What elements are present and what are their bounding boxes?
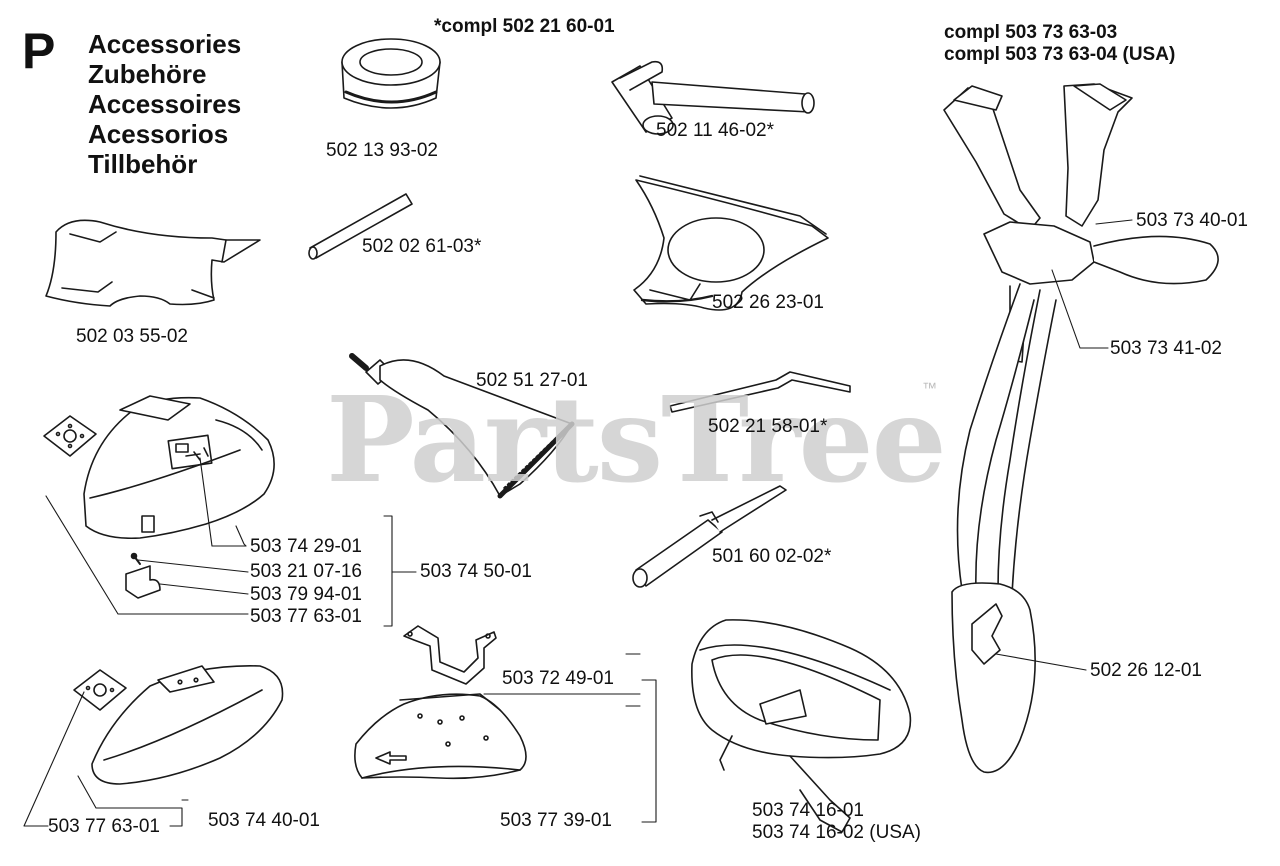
- bracket-part: [125, 552, 161, 599]
- spider-plate-part: [633, 175, 829, 311]
- part-label: 503 73 41-02: [1110, 338, 1222, 359]
- plate-bottom-part: [73, 669, 127, 711]
- part-label: 502 03 55-02: [76, 326, 188, 347]
- part-label: 503 74 16-02 (USA): [752, 822, 921, 843]
- guard-top-part: [83, 395, 275, 540]
- part-label: 503 73 40-01: [1136, 210, 1248, 231]
- part-label: 503 74 40-01: [208, 810, 320, 831]
- part-label: 502 11 46-02*: [656, 120, 774, 141]
- file-part: [632, 485, 787, 588]
- kit-header-center: *compl 502 21 60-01: [434, 16, 615, 37]
- plate-top-part: [43, 415, 97, 457]
- part-label: 502 21 58-01*: [708, 416, 828, 437]
- part-label: 503 77 63-01: [250, 606, 362, 627]
- part-label: 502 26 12-01: [1090, 660, 1202, 681]
- part-label: 502 02 61-03*: [362, 236, 482, 257]
- part-label: 503 74 16-01: [752, 800, 864, 821]
- part-label: 502 13 93-02: [326, 140, 438, 161]
- hip-pad-part: [691, 619, 912, 833]
- part-label: 503 77 39-01: [500, 810, 612, 831]
- part-label: 501 60 02-02*: [712, 546, 832, 567]
- harness-header-1: compl 503 73 63-03: [944, 22, 1118, 43]
- tommy-bar-part: [308, 193, 413, 260]
- sleeve-part: [341, 38, 441, 109]
- hex-key-part: [669, 371, 851, 413]
- title-pt: Acessorios: [88, 119, 229, 149]
- title-en: Accessories: [88, 29, 242, 59]
- part-label: 503 72 49-01: [502, 668, 614, 689]
- watermark: PartsTree: [326, 370, 947, 509]
- title-de: Zubehöre: [88, 59, 207, 89]
- harness-part: [943, 83, 1219, 774]
- grease-tube-part: [349, 353, 575, 499]
- part-label: 502 51 27-01: [476, 370, 588, 391]
- part-label: 503 79 94-01: [250, 584, 362, 605]
- part-label: 503 77 63-01: [48, 816, 160, 837]
- watermark-trademark: ™: [922, 380, 937, 397]
- part-label: 502 26 23-01: [712, 292, 824, 313]
- section-letter: P: [22, 23, 56, 79]
- title-fr: Accessoires: [88, 89, 242, 119]
- part-label: 503 74 50-01: [420, 561, 532, 582]
- shield-mid-part: [354, 693, 527, 780]
- shield-bracket-part: [403, 625, 497, 685]
- part-label: 503 74 29-01: [250, 536, 362, 557]
- socket-wrench-part: [611, 60, 815, 135]
- title-sv: Tillbehör: [88, 149, 198, 179]
- guard-bottom-part: [91, 665, 284, 785]
- leader-lines: [23, 219, 1133, 827]
- deflector-clip-part: [45, 219, 261, 307]
- harness-header-2: compl 503 73 63-04 (USA): [944, 44, 1176, 65]
- part-label: 503 21 07-16: [250, 561, 362, 582]
